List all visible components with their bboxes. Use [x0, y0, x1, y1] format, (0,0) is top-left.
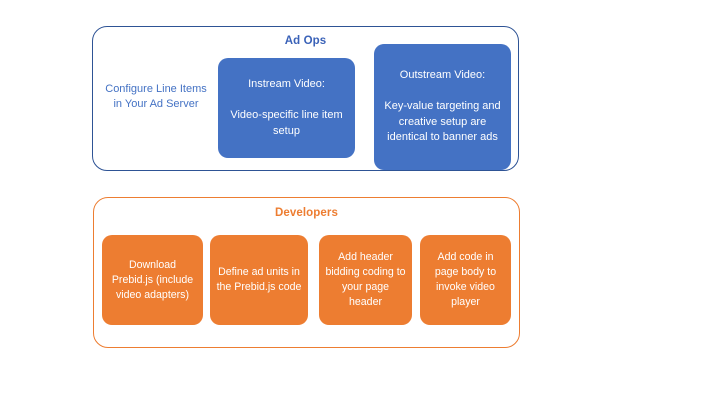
node-define-ad-units: Define ad units in the Prebid.js code	[210, 235, 308, 325]
node-configure-line-items: Configure Line Items in Your Ad Server	[104, 62, 208, 132]
group-title-developers: Developers	[274, 207, 338, 219]
node-outstream-video-label: Outstream Video: Key-value targeting and…	[384, 69, 501, 144]
node-header-bidding-code: Add header bidding coding to your page h…	[319, 235, 412, 325]
group-title-ad-ops: Ad Ops	[284, 35, 327, 47]
node-define-ad-units-label: Define ad units in the Prebid.js code	[216, 266, 302, 293]
node-outstream-video: Outstream Video: Key-value targeting and…	[374, 44, 511, 170]
node-configure-line-items-label: Configure Line Items in Your Ad Server	[105, 82, 207, 111]
node-instream-video: Instream Video: Video-specific line item…	[218, 58, 355, 158]
node-header-bidding-code-label: Add header bidding coding to your page h…	[325, 251, 406, 308]
node-invoke-video-player: Add code in page body to invoke video pl…	[420, 235, 511, 325]
node-instream-video-label: Instream Video: Video-specific line item…	[230, 78, 343, 137]
node-download-prebid: Download Prebid.js (include video adapte…	[102, 235, 203, 325]
node-download-prebid-label: Download Prebid.js (include video adapte…	[111, 258, 194, 301]
node-invoke-video-player-label: Add code in page body to invoke video pl…	[434, 251, 497, 308]
